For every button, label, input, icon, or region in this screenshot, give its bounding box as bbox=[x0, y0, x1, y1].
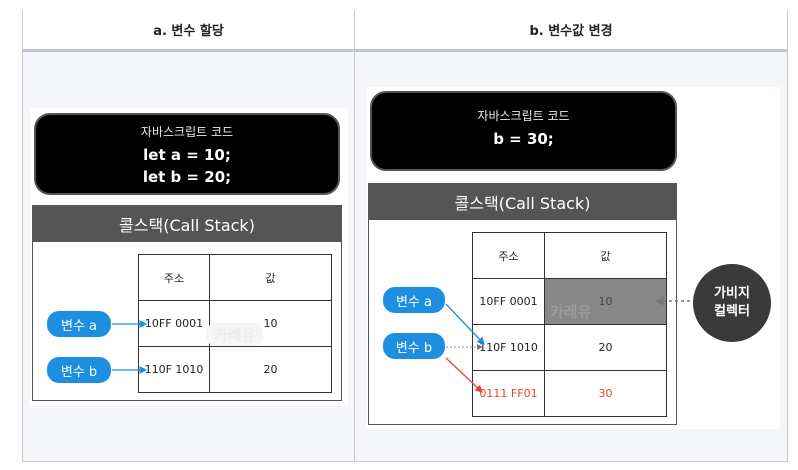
table-row: 110F 1010 20 bbox=[472, 324, 667, 371]
right-watermark: 카레유 bbox=[550, 303, 592, 321]
gc-label-line-1: 가비지 bbox=[714, 286, 750, 301]
gc-label-line-2: 컬렉터 bbox=[714, 304, 750, 319]
left-col-address: 주소 bbox=[138, 254, 210, 301]
column-divider bbox=[354, 10, 355, 462]
right-stack-title: 콜스택(Call Stack) bbox=[369, 184, 676, 220]
header-right: b. 변수값 변경 bbox=[355, 10, 787, 52]
right-row1-address: 10FF 0001 bbox=[472, 278, 545, 325]
right-var-b: 변수 b bbox=[383, 333, 445, 359]
right-row3-value: 30 bbox=[544, 370, 667, 417]
left-row2-value: 20 bbox=[209, 346, 332, 393]
left-memory-table: 주소 값 10FF 0001 10 110F 1010 20 bbox=[138, 254, 332, 393]
left-var-b: 변수 b bbox=[47, 357, 111, 383]
left-code-line-1: let a = 10; bbox=[143, 146, 231, 164]
left-code-title: 자바스크립트 코드 bbox=[140, 125, 234, 139]
right-col-address: 주소 bbox=[472, 232, 545, 279]
right-row3-address: 0111 FF01 bbox=[472, 370, 545, 417]
left-row2-address: 110F 1010 bbox=[138, 346, 210, 393]
left-col-value: 값 bbox=[209, 254, 332, 301]
left-code-line-2: let b = 20; bbox=[142, 168, 232, 186]
left-watermark: 카레유 bbox=[206, 323, 264, 346]
right-arrow-b-new bbox=[445, 357, 483, 393]
left-stack-title: 콜스택(Call Stack) bbox=[33, 206, 341, 242]
right-code-line-1: b = 30; bbox=[493, 130, 554, 148]
right-code-box: 자바스크립트 코드 b = 30; bbox=[370, 91, 677, 171]
left-code-box: 자바스크립트 코드 let a = 10; let b = 20; bbox=[34, 113, 340, 195]
left-var-a: 변수 a bbox=[47, 311, 111, 337]
header-left: a. 변수 할당 bbox=[23, 10, 354, 52]
right-code-title: 자바스크립트 코드 bbox=[477, 109, 570, 123]
right-arrow-a bbox=[445, 303, 485, 345]
right-var-a: 변수 a bbox=[383, 287, 445, 313]
right-row2-value: 20 bbox=[544, 324, 667, 371]
right-col-value: 값 bbox=[544, 232, 667, 279]
garbage-collector-badge: 가비지 컬렉터 bbox=[693, 264, 771, 342]
table-row: 0111 FF01 30 bbox=[472, 370, 667, 417]
table-row: 110F 1010 20 bbox=[138, 346, 332, 393]
